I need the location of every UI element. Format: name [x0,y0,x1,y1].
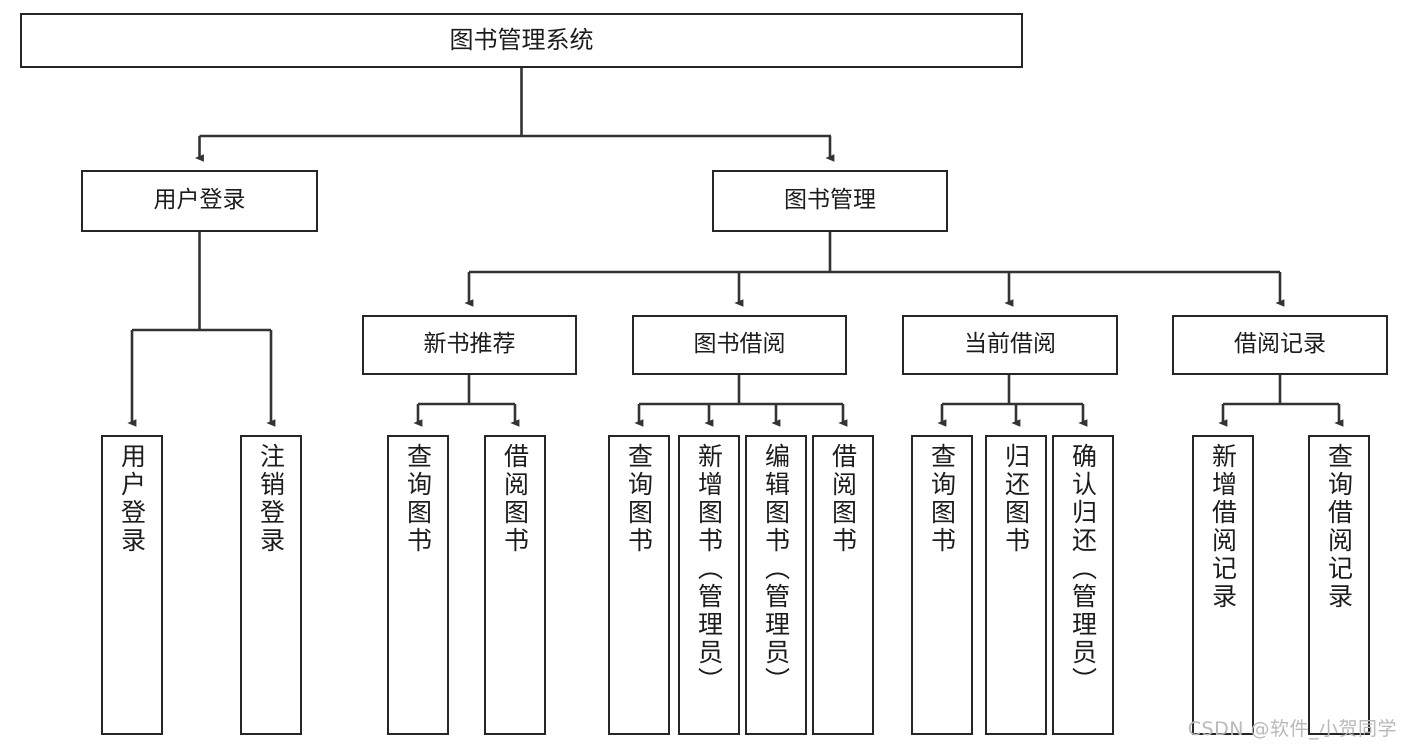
node-leaf-borrow-book-1-label: 借阅图书 [500,443,530,555]
node-book-borrow[interactable]: 图书借阅 [632,315,847,375]
node-book-borrow-label: 图书借阅 [693,331,786,358]
node-new-book-recommend-label: 新书推荐 [423,331,516,358]
node-leaf-borrow-book-2[interactable]: 借阅图书 [812,435,874,735]
node-leaf-add-record[interactable]: 新增借阅记录 [1192,435,1254,735]
node-leaf-confirm-return-admin[interactable]: 确认归还（管理员） [1052,435,1114,735]
node-current-borrow-label: 当前借阅 [964,331,1056,358]
node-user-login[interactable]: 用户登录 [81,170,318,232]
node-root-label: 图书管理系统 [449,26,594,55]
node-leaf-query-book-3-label: 查询图书 [927,443,957,555]
node-leaf-borrow-book-1[interactable]: 借阅图书 [484,435,546,735]
node-leaf-borrow-book-2-label: 借阅图书 [828,443,858,555]
node-book-manage[interactable]: 图书管理 [712,170,948,232]
node-leaf-edit-book-admin[interactable]: 编辑图书（管理员） [745,435,807,735]
node-leaf-query-book-2-label: 查询图书 [624,443,654,555]
node-leaf-query-book-2[interactable]: 查询图书 [608,435,670,735]
node-leaf-add-book-admin[interactable]: 新增图书（管理员） [678,435,740,735]
node-leaf-edit-book-admin-label: 编辑图书（管理员） [761,443,791,695]
node-book-manage-label: 图书管理 [784,187,876,214]
node-leaf-return-book-label: 归还图书 [1001,443,1031,555]
node-root[interactable]: 图书管理系统 [20,13,1023,68]
node-user-login-label: 用户登录 [153,187,246,214]
node-leaf-return-book[interactable]: 归还图书 [985,435,1047,735]
node-leaf-query-book-3[interactable]: 查询图书 [911,435,973,735]
node-leaf-query-record-label: 查询借阅记录 [1324,443,1354,611]
node-leaf-user-logout-label: 注销登录 [256,443,286,555]
node-new-book-recommend[interactable]: 新书推荐 [362,315,577,375]
node-leaf-user-logout[interactable]: 注销登录 [240,435,302,735]
node-leaf-query-record[interactable]: 查询借阅记录 [1308,435,1370,735]
node-leaf-user-login-label: 用户登录 [117,443,147,555]
node-leaf-query-book-1[interactable]: 查询图书 [387,435,449,735]
node-leaf-query-book-1-label: 查询图书 [403,443,433,555]
node-leaf-confirm-return-admin-label: 确认归还（管理员） [1068,443,1098,695]
node-current-borrow[interactable]: 当前借阅 [902,315,1118,375]
node-borrow-record-label: 借阅记录 [1234,331,1326,358]
node-leaf-add-record-label: 新增借阅记录 [1208,443,1238,611]
node-leaf-user-login[interactable]: 用户登录 [101,435,163,735]
node-borrow-record[interactable]: 借阅记录 [1172,315,1388,375]
node-leaf-add-book-admin-label: 新增图书（管理员） [694,443,724,695]
